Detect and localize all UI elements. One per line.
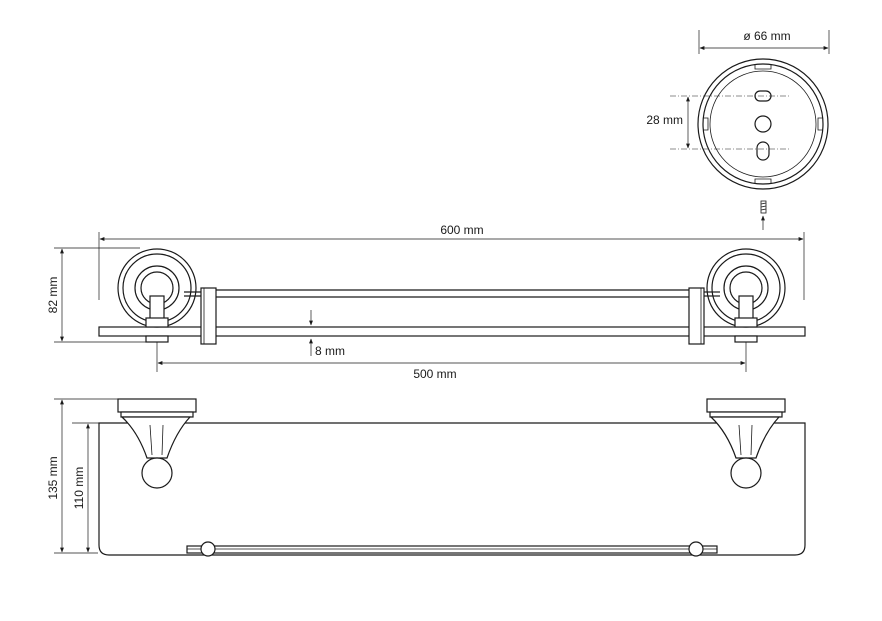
rosette-notch-right xyxy=(817,117,823,131)
left-rail-clip xyxy=(200,287,217,345)
front-view: 600 mm 82 mm xyxy=(46,223,806,381)
rosette-notch-top xyxy=(754,64,772,70)
total-width-label: 600 mm xyxy=(440,223,483,237)
glass-shelf-outline xyxy=(98,422,806,556)
rosette-notch-left xyxy=(703,117,709,131)
rosette-diameter-label: ø 66 mm xyxy=(743,29,790,43)
left-bracket-top-view xyxy=(117,398,197,489)
hole-spacing-label: 28 mm xyxy=(646,113,683,127)
right-rail-clip xyxy=(688,287,705,345)
glass-depth-label: 110 mm xyxy=(72,467,86,509)
glass-shelf-edge xyxy=(98,326,806,337)
rosette-outer-circle xyxy=(697,58,829,190)
top-view: 135 mm 110 mm xyxy=(46,398,806,557)
right-wall-bracket xyxy=(706,248,786,343)
screw-icon xyxy=(760,200,767,214)
rosette-inner-circle xyxy=(709,70,817,178)
total-depth-label: 135 mm xyxy=(46,456,60,499)
center-hole xyxy=(754,115,772,133)
bracket-spacing-label: 500 mm xyxy=(413,367,456,381)
right-bracket-top-view xyxy=(706,398,786,489)
height-label: 82 mm xyxy=(46,277,60,314)
rosette-notch-bottom xyxy=(754,178,772,184)
lower-slot-hole xyxy=(756,141,770,161)
glass-thickness-label: 8 mm xyxy=(315,344,345,358)
rosette-rim-circle xyxy=(702,63,824,185)
rosette-detail-view: ø 66 mm 28 mm xyxy=(646,29,830,230)
front-rail-top-view xyxy=(186,541,718,557)
